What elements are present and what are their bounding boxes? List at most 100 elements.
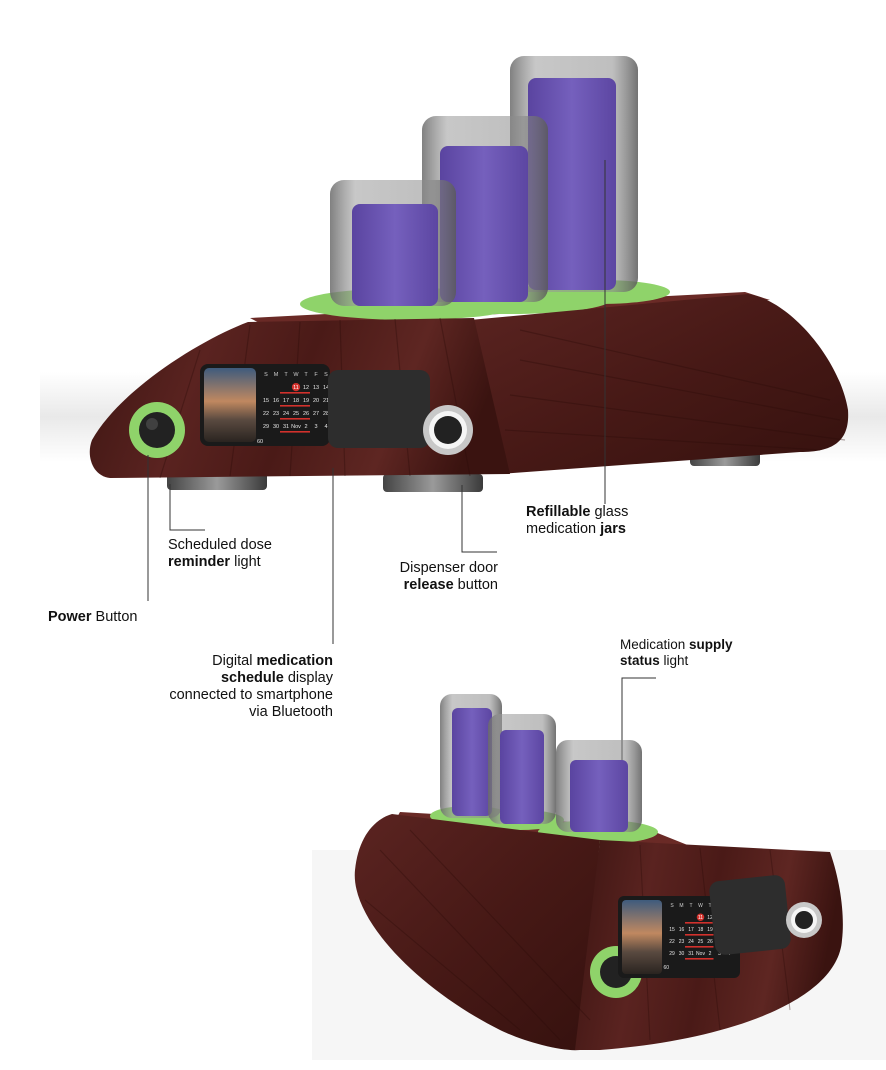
callout-jars: Refillable glass medication jars: [526, 504, 628, 538]
power-button[interactable]: [139, 412, 175, 448]
label-text: status: [620, 653, 660, 668]
display-temperature: 60: [257, 439, 263, 445]
calendar-day: 29: [669, 951, 675, 957]
calendar-day: 27: [313, 411, 319, 417]
calendar-day: 18: [698, 927, 704, 933]
dose-bar: [685, 934, 714, 936]
calendar-day: 23: [273, 411, 279, 417]
calendar-day: Nov: [696, 951, 705, 957]
callout-supply: Medication supply status light: [620, 637, 733, 669]
dispenser-door: [328, 370, 430, 448]
calendar-day: 31: [688, 951, 694, 957]
medication-jar-fill: [452, 708, 492, 816]
calendar-weekday: S: [324, 372, 328, 378]
foot: [383, 474, 483, 492]
calendar-weekday: T: [304, 372, 308, 378]
release-button[interactable]: [795, 911, 813, 929]
calendar-day: 12: [707, 915, 713, 921]
dose-bar: [280, 392, 310, 394]
calendar-day: 26: [707, 939, 713, 945]
calendar-day: 16: [273, 398, 279, 404]
leader-reminder: [169, 484, 205, 531]
calendar-weekday: S: [670, 903, 674, 909]
label-text: light: [230, 554, 261, 570]
label-text: reminder: [168, 554, 231, 570]
calendar-day: 17: [688, 927, 694, 933]
dose-bar: [685, 958, 714, 960]
label-text: schedule: [220, 670, 284, 686]
calendar-day: 21: [323, 398, 329, 404]
display-temperature: 60: [664, 965, 670, 971]
medication-jar-fill: [528, 78, 616, 290]
calendar-day: 30: [273, 424, 279, 430]
calendar-today: 11: [293, 385, 299, 391]
label-text: Scheduled dose: [168, 537, 272, 553]
calendar-day: 18: [293, 398, 299, 404]
label-text: supply: [689, 637, 733, 652]
calendar-weekday: W: [293, 372, 299, 378]
calendar-day: 24: [283, 411, 289, 417]
calendar-day: 13: [313, 385, 319, 391]
calendar-day: 4: [324, 424, 327, 430]
calendar-day: 22: [263, 411, 269, 417]
dose-bar: [280, 418, 310, 420]
calendar-weekday: T: [689, 903, 692, 909]
callout-power: Power Button: [48, 609, 137, 626]
label-text: connected to smartphone: [169, 687, 333, 703]
calendar-day: 12: [303, 385, 309, 391]
dose-bar: [685, 946, 714, 948]
release-button[interactable]: [434, 416, 462, 444]
calendar-today-marker: [291, 382, 301, 392]
callout-dispenser: Dispenser door release button: [400, 560, 498, 594]
label-text: Button: [91, 609, 138, 625]
label-text: button: [453, 577, 498, 593]
leader-dispenser: [461, 485, 497, 553]
calendar-day: 25: [698, 939, 704, 945]
calendar-weekday: T: [284, 372, 288, 378]
dose-bar: [280, 405, 310, 407]
calendar-weekday: W: [698, 903, 703, 909]
display-photo: [622, 900, 662, 974]
calendar-day: 2: [304, 424, 307, 430]
label-text: Power: [48, 609, 92, 625]
calendar-day: 30: [679, 951, 685, 957]
calendar-day: 28: [323, 411, 329, 417]
calendar-weekday: T: [708, 903, 711, 909]
calendar-day: 19: [303, 398, 309, 404]
leader-lines: [147, 160, 656, 830]
display-photo: [204, 368, 256, 442]
medication-jar-fill: [440, 146, 528, 302]
label-text: Dispenser door: [399, 560, 498, 576]
label-text: light: [659, 653, 689, 668]
calendar-today-marker: [696, 913, 705, 921]
calendar-weekday: F: [314, 372, 318, 378]
calendar-day: 15: [263, 398, 269, 404]
dose-bar: [280, 431, 310, 433]
calendar-day: 2: [709, 951, 712, 957]
calendar-day: 14: [323, 385, 329, 391]
device-side-face: [470, 294, 849, 474]
callout-reminder: Scheduled dose reminder light: [168, 537, 272, 571]
calendar-day: 16: [679, 927, 685, 933]
calendar-day: 25: [293, 411, 299, 417]
calendar-day: 3: [718, 951, 721, 957]
label-text: Medication: [620, 637, 690, 652]
label-text: medication: [256, 653, 333, 669]
medication-jar-fill: [570, 760, 628, 832]
calendar-day: 29: [263, 424, 269, 430]
calendar-day: 31: [283, 424, 289, 430]
device-secondary-view: SMTWTFS111213141516171819202122232425262…: [312, 694, 886, 1060]
label-text: medication: [526, 521, 601, 537]
calendar-today: 11: [698, 915, 703, 921]
label-text: Digital: [212, 653, 257, 669]
label-text: display: [283, 670, 333, 686]
calendar-day: 17: [283, 398, 289, 404]
label-text: jars: [600, 521, 626, 537]
callout-display: Digital medication schedule display conn…: [169, 653, 333, 721]
calendar-day: 23: [679, 939, 685, 945]
calendar-day: 15: [669, 927, 675, 933]
dispenser-door: [709, 875, 791, 955]
